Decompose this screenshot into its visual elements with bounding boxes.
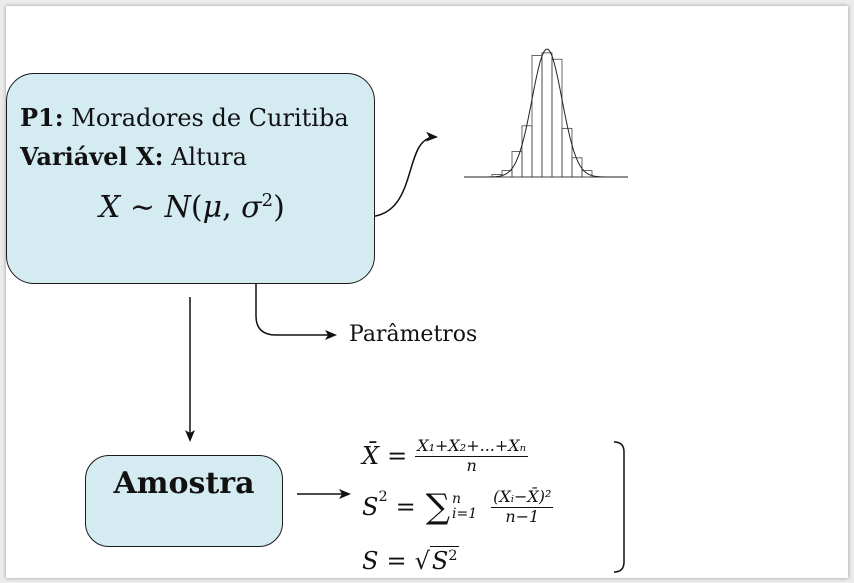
formula-close: )	[273, 190, 285, 225]
sqrt-symbol: √	[414, 546, 430, 575]
formula-exp: 2	[261, 190, 274, 211]
formula-sim: ∼	[129, 190, 156, 225]
variable-label-text: Altura	[171, 143, 247, 171]
mean-numerator: X₁+X₂+...+Xₙ	[415, 436, 529, 457]
sum-limits: n i=1	[452, 490, 478, 523]
variance-denominator: n−1	[505, 506, 540, 526]
histogram-bar	[541, 52, 553, 178]
histogram-bar	[551, 58, 563, 178]
mean-formula: X̄ = X₁+X₂+...+Xₙ n	[362, 436, 529, 475]
population-label: P1: Moradores de Curitiba	[20, 103, 349, 132]
statistics-bracket	[613, 441, 625, 573]
mean-denominator: n	[466, 455, 477, 475]
variance-lhs: S	[362, 493, 379, 522]
population-box	[6, 73, 375, 284]
population-label-bold: P1:	[20, 103, 64, 132]
variance-fraction: (Xᵢ−X̄)² n−1	[491, 487, 554, 526]
mean-eq: =	[387, 442, 408, 471]
sum-symbol: ∑	[425, 487, 450, 528]
histogram-bar	[581, 170, 593, 178]
sample-label: Amostra	[113, 466, 255, 501]
histogram-bar	[561, 127, 573, 178]
parameters-label: Parâmetros	[349, 322, 478, 347]
variable-label: Variável X: Altura	[20, 142, 247, 171]
formula-sigma: σ	[241, 190, 262, 225]
sd-radicand-base: S	[431, 547, 449, 575]
normal-histogram	[464, 48, 628, 178]
variance-eq: =	[395, 493, 416, 522]
connectors	[185, 48, 628, 573]
mean-fraction: X₁+X₂+...+Xₙ n	[415, 436, 529, 475]
normal-curve	[464, 48, 628, 178]
formula-comma: ,	[222, 190, 232, 225]
variable-label-bold: Variável X:	[20, 142, 164, 171]
histogram-bar	[511, 150, 523, 178]
formula-n: N	[164, 190, 191, 225]
sd-formula: S = √S2	[362, 546, 460, 575]
formula-x: X	[99, 190, 121, 225]
sum-lower: i=1	[452, 506, 478, 523]
formula-mu: μ	[202, 190, 223, 225]
sample-box	[85, 455, 283, 547]
mean-lhs: X̄	[362, 442, 380, 471]
population-label-text: Moradores de Curitiba	[71, 104, 349, 132]
sd-radicand: S2	[429, 546, 460, 575]
sd-lhs: S	[362, 546, 379, 575]
distribution-formula: X ∼ N(μ, σ2)	[99, 190, 285, 225]
sd-radicand-exp: 2	[448, 548, 458, 564]
diagram-canvas: P1: Moradores de Curitiba Variável X: Al…	[6, 6, 848, 578]
histogram-bar	[571, 157, 583, 178]
sd-eq: =	[386, 546, 407, 575]
arrow-to-parameters	[255, 247, 337, 340]
formula-open: (	[190, 190, 203, 225]
histogram-bar	[521, 125, 533, 178]
variance-lhs-exp: 2	[378, 489, 388, 505]
variance-numerator: (Xᵢ−X̄)²	[491, 487, 554, 508]
sum-upper: n	[452, 490, 462, 507]
